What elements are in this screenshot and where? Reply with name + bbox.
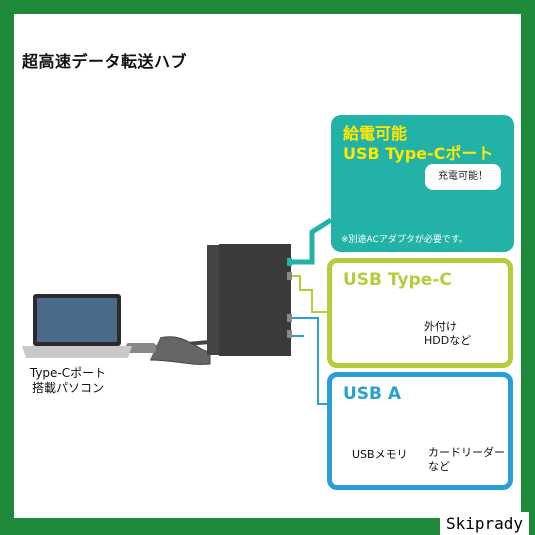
laptop-label-line2: 搭載パソコン (31, 381, 104, 395)
power-panel-note: ※別途ACアダプタが必要です。 (341, 235, 468, 245)
card-reader-label-line2: など (428, 460, 450, 473)
card-reader-label-line1: カードリーダー (428, 446, 505, 459)
watermark: Skiprady (439, 512, 529, 535)
laptop-label: Type-Cポート 搭載パソコン (18, 366, 118, 396)
usb-memory-label: USBメモリ (352, 448, 408, 461)
bottom-strip (0, 518, 535, 535)
power-panel-title1: 給電可能 (343, 124, 408, 143)
hdd-label: 外付け HDDなど (424, 320, 471, 348)
charge-bubble: 充電可能！ (425, 164, 501, 190)
usba-panel-title: USB A (343, 384, 402, 404)
usb-c-plug (126, 343, 156, 353)
hub-device (207, 244, 292, 356)
typec-panel-title: USB Type-C (343, 270, 452, 290)
laptop-icon (22, 294, 132, 358)
card-reader-label: カードリーダー など (428, 446, 505, 474)
usb-a-panel (327, 372, 513, 490)
power-panel-title2: USB Type-Cポート (343, 144, 494, 163)
blue-connector-line (292, 317, 327, 405)
hdd-label-line1: 外付け (424, 320, 457, 333)
cable-strap (149, 336, 211, 365)
usb-typec-panel (327, 258, 513, 368)
page-title: 超高速データ転送ハブ (22, 52, 188, 71)
hdd-label-line2: HDDなど (424, 334, 472, 347)
laptop-label-line1: Type-Cポート (29, 366, 107, 380)
lime-connector-line (292, 275, 327, 313)
teal-connector-line (288, 217, 333, 265)
